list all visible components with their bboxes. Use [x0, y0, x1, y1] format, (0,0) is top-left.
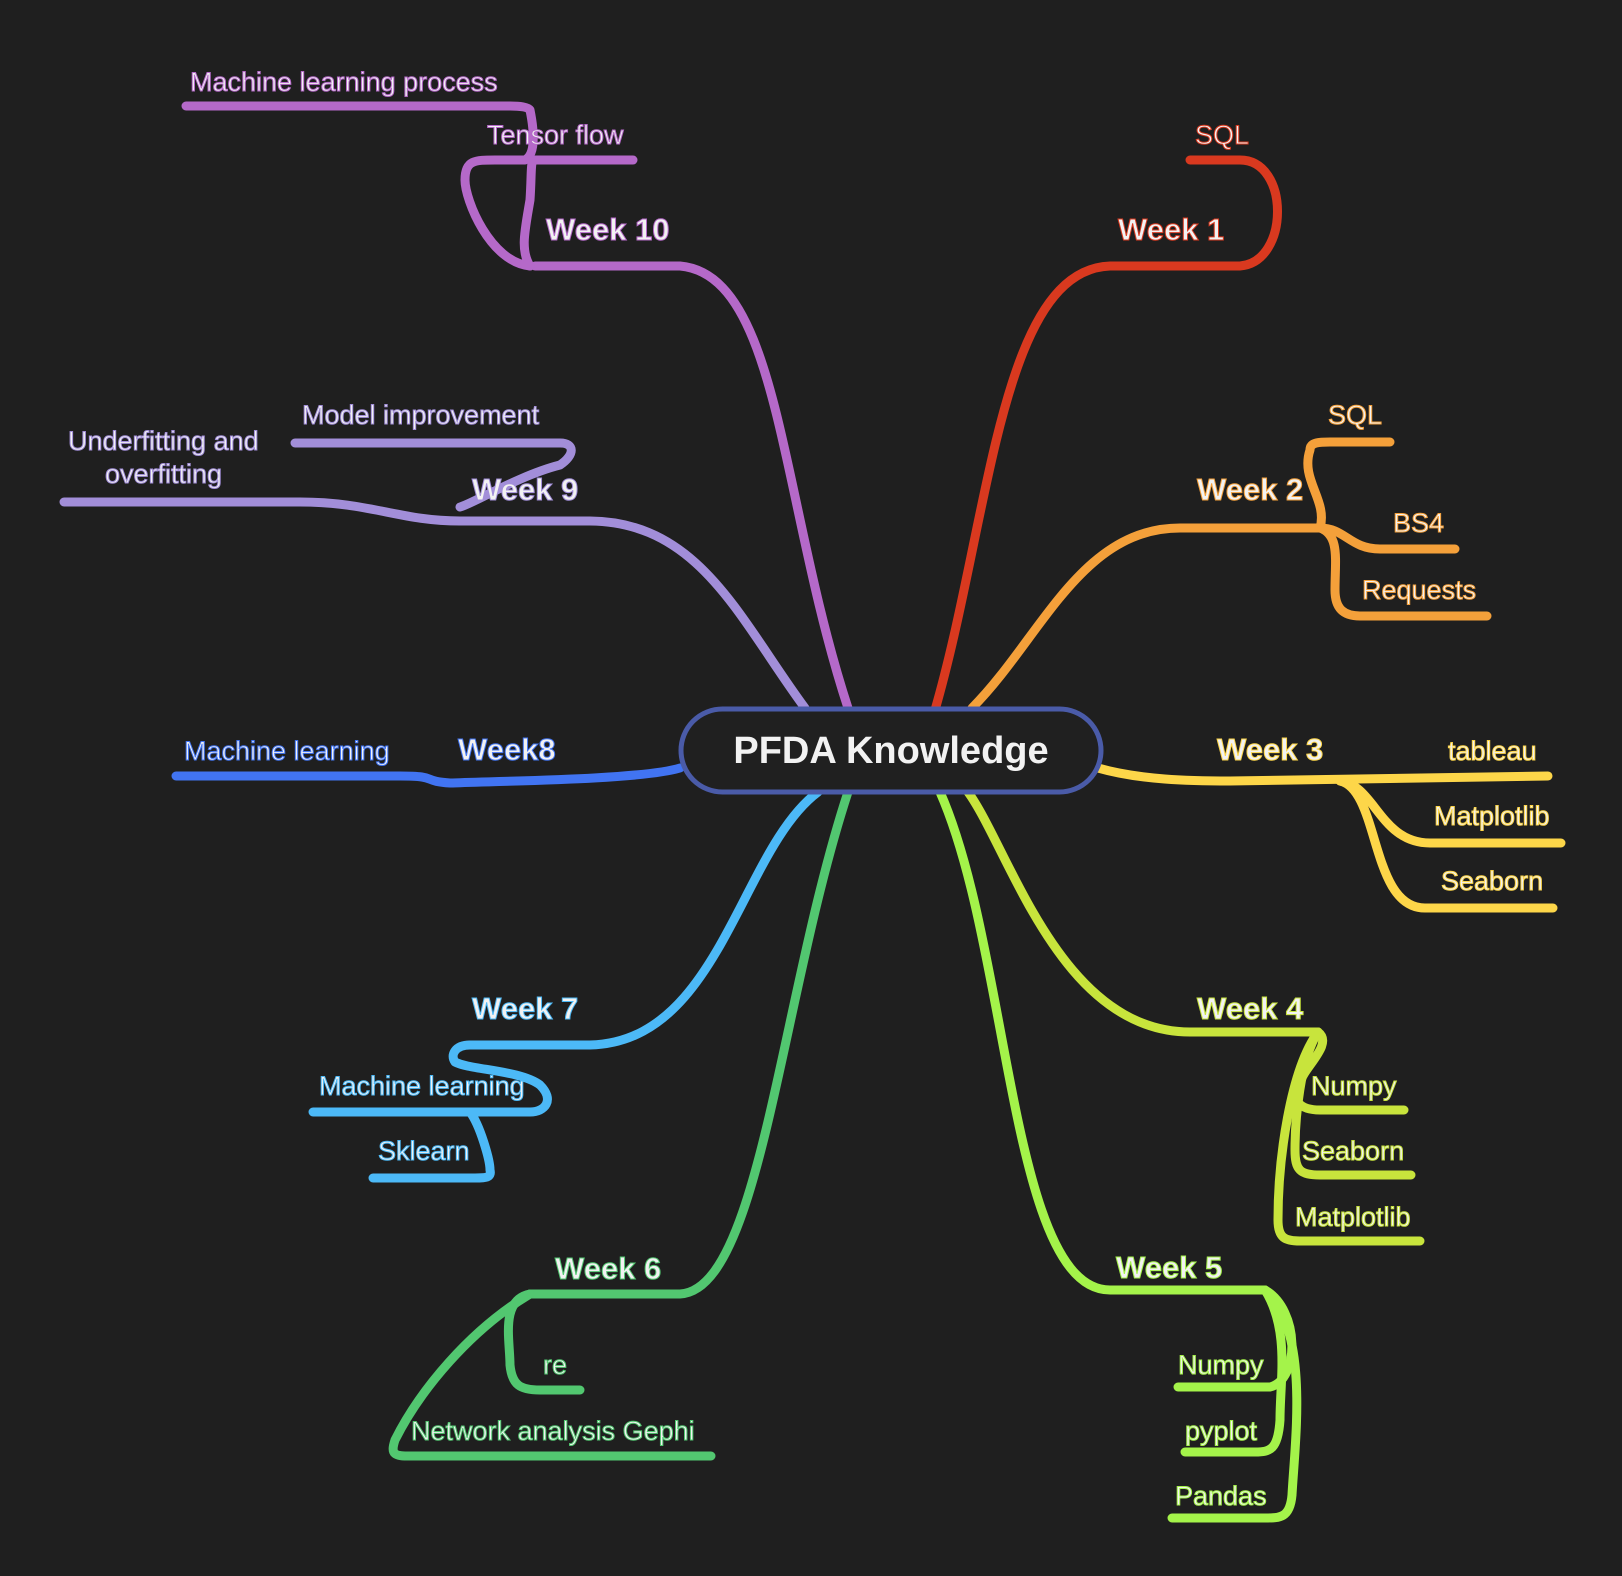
branch-week-1[interactable]: Week 1 SQL [930, 120, 1282, 715]
node-week-10[interactable]: Week 10 [546, 212, 671, 248]
leaf-week4-matplotlib[interactable]: Matplotlib [1295, 1202, 1412, 1233]
connector-week9-underfitting [59, 497, 465, 526]
connector-week-9 [455, 516, 810, 713]
branch-week-10[interactable]: Week 10 Tensor flow Machine learning pro… [181, 67, 853, 713]
central-topic[interactable]: PFDA Knowledge [678, 706, 1104, 795]
connector-week-7 [465, 787, 823, 1050]
central-topic-label[interactable]: PFDA Knowledge [733, 730, 1048, 772]
branch-week-9[interactable]: Week 9 Model improvement Underfitting an… [59, 400, 810, 713]
branch-week-6[interactable]: Week 6 re Network analysis Gephi [388, 787, 853, 1461]
leaf-week7-sklearn[interactable]: Sklearn [378, 1136, 471, 1167]
connector-week2-requests [1315, 523, 1492, 621]
leaf-week1-sql[interactable]: SQL [1195, 120, 1250, 151]
node-week-5[interactable]: Week 5 [1116, 1250, 1223, 1286]
leaf-week7-machine-learning[interactable]: Machine learning [319, 1071, 526, 1102]
leaf-week8-machine-learning[interactable]: Machine learning [184, 736, 391, 767]
node-week-1[interactable]: Week 1 [1118, 212, 1225, 248]
connector-week9-model-improvement [290, 438, 576, 512]
connector-week-3 [1093, 763, 1553, 786]
node-week-8[interactable]: Week8 [458, 732, 557, 768]
central-topic-box [678, 706, 1104, 795]
connector-week7-ml [308, 1040, 552, 1117]
leaf-week9-model-improvement[interactable]: Model improvement [302, 400, 541, 431]
node-week-3[interactable]: Week 3 [1217, 732, 1324, 768]
node-week-2[interactable]: Week 2 [1197, 472, 1304, 508]
leaf-week3-tableau[interactable]: tableau [1448, 736, 1538, 767]
leaf-week5-pyplot[interactable]: pyplot [1185, 1416, 1259, 1447]
connector-week10-ml-process [181, 101, 538, 271]
leaf-week6-gephi[interactable]: Network analysis Gephi [411, 1416, 696, 1447]
connector-week-6 [525, 787, 853, 1299]
connector-week10-tensor-flow [519, 155, 638, 271]
connector-week3-seaborn [1335, 776, 1558, 913]
branch-week-7[interactable]: Week 7 Machine learning Sklearn [308, 787, 823, 1183]
branch-week-2[interactable]: Week 2 SQL BS4 Requests [967, 400, 1492, 713]
connector-week7-sklearn [368, 1107, 495, 1183]
connector-week6-gephi [388, 1289, 716, 1461]
leaf-week6-re[interactable]: re [543, 1350, 568, 1381]
node-week-7[interactable]: Week 7 [472, 991, 579, 1027]
connector-week-1 [930, 155, 1282, 715]
leaf-week4-numpy[interactable]: Numpy [1311, 1071, 1398, 1102]
connector-week-10 [530, 261, 853, 713]
connector-week-8 [171, 763, 685, 788]
connector-week5-pandas [1167, 1285, 1302, 1523]
node-week-9[interactable]: Week 9 [472, 472, 579, 508]
branch-week-8[interactable]: Week8 Machine learning [171, 732, 685, 788]
leaf-week9-underfitting-line2[interactable]: overfitting [105, 459, 223, 490]
leaf-week3-matplotlib[interactable]: Matplotlib [1434, 801, 1551, 832]
branch-week-3[interactable]: Week 3 tableau Matplotlib Seaborn [1093, 732, 1566, 913]
leaf-week2-requests[interactable]: Requests [1362, 575, 1477, 606]
connector-week-2 [967, 523, 1325, 713]
leaf-week5-numpy[interactable]: Numpy [1178, 1350, 1265, 1381]
leaf-week5-pandas[interactable]: Pandas [1175, 1481, 1268, 1512]
leaf-week10-tensor-flow[interactable]: Tensor flow [487, 120, 625, 151]
connector-week5-pyplot [1180, 1285, 1287, 1457]
node-week-6[interactable]: Week 6 [555, 1251, 662, 1287]
leaf-week2-bs4[interactable]: BS4 [1393, 508, 1445, 539]
connector-week4-matplotlib [1273, 1027, 1425, 1246]
connector-week-5 [935, 787, 1270, 1295]
branch-week-4[interactable]: Week 4 Numpy Seaborn Matplotlib [963, 787, 1425, 1246]
leaf-week9-underfitting-line1[interactable]: Underfitting and [68, 426, 260, 457]
branch-week-5[interactable]: Week 5 Numpy pyplot Pandas [935, 787, 1302, 1523]
connector-week-4 [963, 787, 1323, 1037]
leaf-week3-seaborn[interactable]: Seaborn [1441, 866, 1544, 897]
leaf-week2-sql[interactable]: SQL [1328, 400, 1383, 431]
leaf-week4-seaborn[interactable]: Seaborn [1302, 1136, 1405, 1167]
leaf-week10-ml-process[interactable]: Machine learning process [190, 67, 499, 98]
node-week-4[interactable]: Week 4 [1197, 991, 1305, 1027]
connector-week2-sql [1303, 437, 1395, 533]
